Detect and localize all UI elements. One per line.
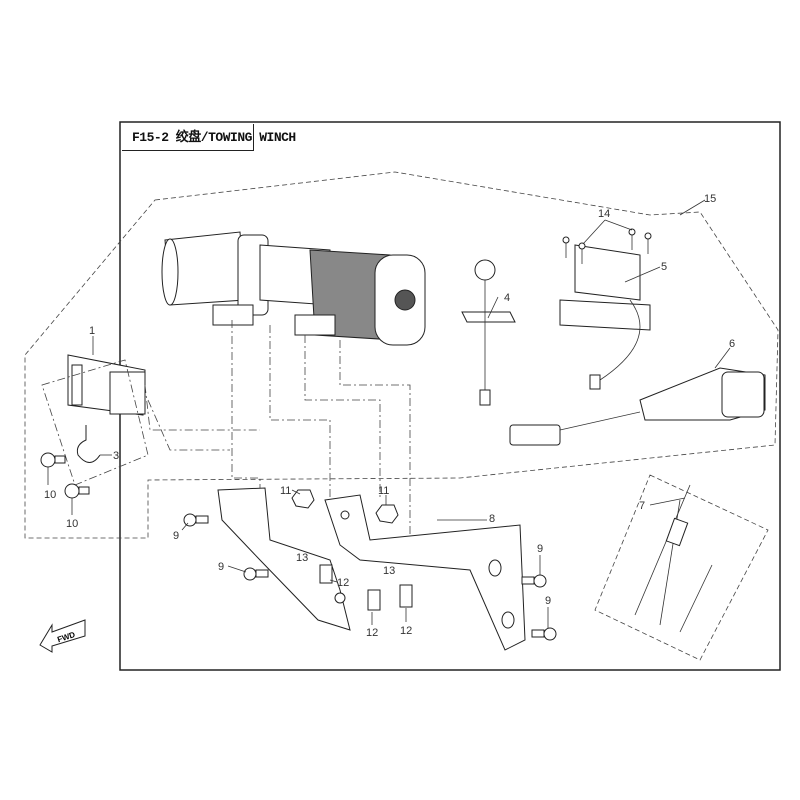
callout-12: 12 — [366, 627, 378, 639]
callout-12: 12 — [337, 577, 349, 589]
callout-13: 13 — [296, 552, 308, 564]
callout-4: 4 — [504, 292, 510, 304]
bolt — [319, 564, 333, 584]
callout-6: 6 — [729, 338, 735, 350]
callout-10: 10 — [44, 489, 56, 501]
winch-assembly — [161, 231, 426, 346]
mounting-bracket — [217, 487, 526, 651]
diagram-title: F15-2 绞盘/TOWING WINCH — [122, 124, 296, 151]
bolt — [399, 584, 413, 608]
callout-9: 9 — [537, 543, 543, 555]
callout-11: 11 — [378, 485, 389, 497]
callout-10: 10 — [66, 518, 78, 530]
kit-boundary — [24, 171, 779, 539]
callout-3: 3 — [113, 450, 119, 462]
callout-15: 15 — [704, 193, 716, 205]
callout-12: 12 — [400, 625, 412, 637]
callout-13: 13 — [383, 565, 395, 577]
callout-8: 8 — [489, 513, 495, 525]
contactor — [559, 244, 651, 390]
callout-9: 9 — [173, 530, 179, 542]
callout-9: 9 — [545, 595, 551, 607]
screws-14 — [562, 228, 652, 264]
fairlead — [41, 354, 149, 486]
callout-7: 7 — [639, 500, 645, 512]
battery-cables — [634, 484, 713, 633]
callout-9: 9 — [218, 561, 224, 573]
hook — [76, 425, 101, 463]
nut — [291, 489, 315, 509]
rocker-switch — [461, 259, 516, 406]
callout-11: 11 — [280, 485, 291, 497]
callout-1: 1 — [89, 325, 95, 337]
callout-5: 5 — [661, 261, 667, 273]
bolts-9 — [183, 513, 557, 641]
nut — [375, 504, 399, 524]
fwd-direction-arrow: FWD — [39, 619, 86, 653]
callout-14: 14 — [598, 208, 610, 220]
cable-kit-boundary — [594, 474, 769, 661]
leader-lines — [47, 199, 731, 628]
bolt — [367, 589, 381, 611]
handheld-remote — [509, 367, 766, 446]
